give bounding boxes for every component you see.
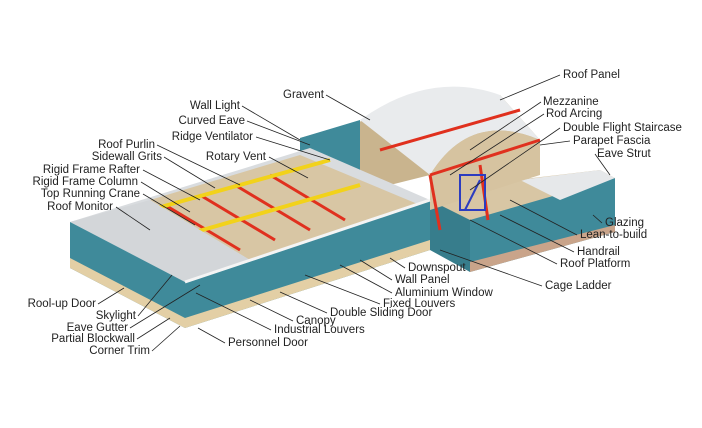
- label-rotary-vent: Rotary Vent: [205, 151, 266, 163]
- label-roll-up-door: Rool-up Door: [27, 298, 96, 310]
- label-curved-eave: Curved Eave: [178, 115, 245, 127]
- label-eave-gutter: Eave Gutter: [66, 322, 128, 334]
- label-double-flight-staircase: Double Flight Staircase: [563, 122, 682, 134]
- label-eave-strut: Eave Strut: [597, 148, 651, 160]
- label-rigid-frame-column: Rigid Frame Column: [32, 176, 138, 188]
- label-sidewall-grits: Sidewall Grits: [91, 151, 162, 163]
- label-personnel-door: Personnel Door: [228, 337, 308, 349]
- label-skylight: Skylight: [95, 310, 136, 322]
- label-aluminium-window: Aluminium Window: [395, 287, 493, 299]
- label-mezzanine: Mezzanine: [543, 96, 599, 108]
- high-bay-building: [300, 86, 541, 231]
- label-canopy: Canopy: [296, 315, 336, 327]
- label-ridge-ventilator: Ridge Ventilator: [171, 131, 253, 143]
- label-lean-to-build: Lean-to-build: [580, 229, 648, 241]
- label-rod-arcing: Rod Arcing: [546, 108, 603, 120]
- label-gravent: Gravent: [283, 89, 324, 101]
- label-rigid-frame-rafter: Rigid Frame Rafter: [42, 164, 140, 176]
- label-fixed-louvers: Fixed Louvers: [383, 298, 456, 310]
- label-partial-blockwall: Partial Blockwall: [51, 333, 135, 345]
- label-glazing: Glazing: [605, 217, 644, 229]
- leader-lines: [97, 74, 611, 352]
- label-wall-panel: Wall Panel: [395, 274, 450, 286]
- label-wall-light: Wall Light: [189, 100, 240, 112]
- label-roof-panel: Roof Panel: [563, 69, 620, 81]
- label-roof-purlin: Roof Purlin: [98, 139, 155, 151]
- label-parapet-fascia: Parapet Fascia: [573, 135, 651, 147]
- label-industrial-louvers: Industrial Louvers: [274, 324, 365, 336]
- label-handrail: Handrail: [577, 246, 620, 258]
- label-double-sliding-door: Double Sliding Door: [330, 307, 433, 319]
- label-cage-ladder: Cage Ladder: [545, 280, 612, 292]
- label-roof-monitor: Roof Monitor: [47, 201, 113, 213]
- label-corner-trim: Corner Trim: [89, 345, 150, 357]
- label-top-running-crane: Top Running Crane: [40, 188, 140, 200]
- label-roof-platform: Roof Platform: [560, 258, 631, 270]
- label-downspout: Downspout: [408, 262, 466, 274]
